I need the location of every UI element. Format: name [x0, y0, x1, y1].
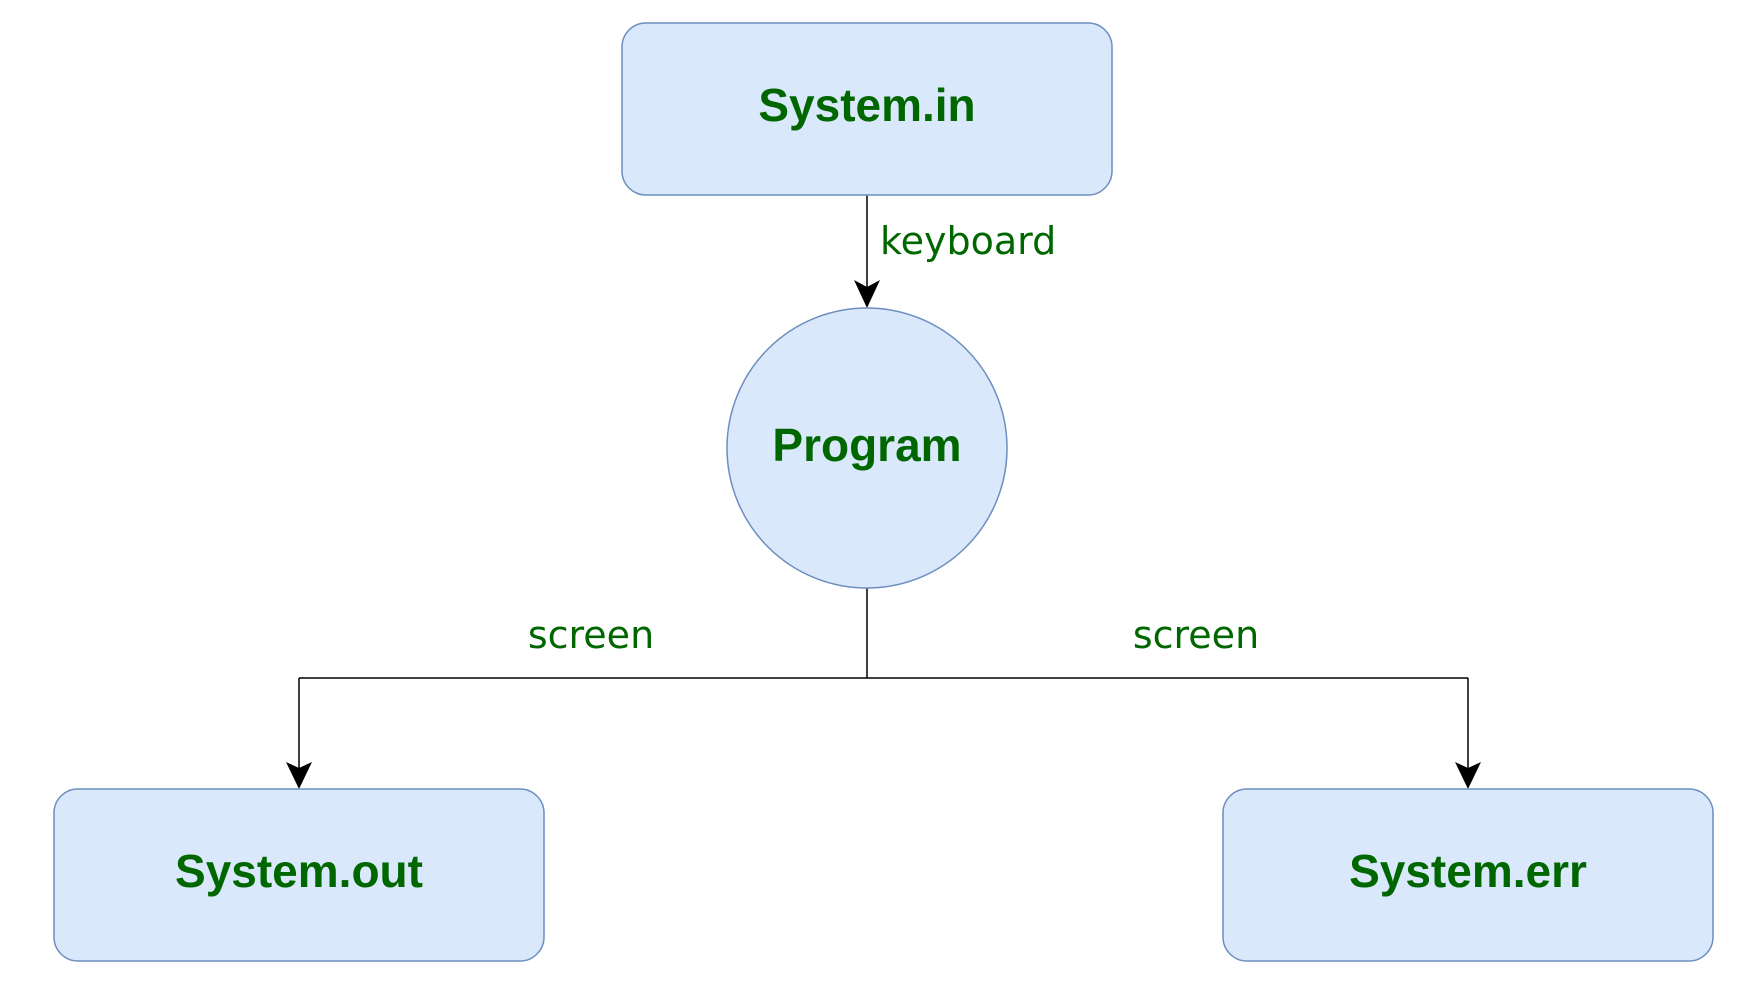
edge-program-branch	[299, 588, 1468, 679]
node-system-in: System.in	[621, 22, 1113, 196]
edge-program-to-out	[286, 678, 312, 789]
edge-label-screen-out: screen	[528, 613, 654, 657]
node-system-err: System.err	[1222, 788, 1714, 962]
arrowhead-system-out	[286, 762, 312, 789]
node-system-err-label: System.err	[1349, 845, 1587, 897]
edge-label-screen-err: screen	[1133, 613, 1259, 657]
node-program: Program	[726, 307, 1008, 589]
edge-label-keyboard: keyboard	[880, 219, 1056, 263]
edge-in-to-program	[854, 195, 880, 308]
edge-program-to-err	[1455, 678, 1481, 789]
node-system-out-label: System.out	[175, 845, 423, 897]
node-system-out: System.out	[53, 788, 545, 962]
node-program-label: Program	[772, 419, 961, 471]
arrowhead-system-err	[1455, 762, 1481, 789]
arrowhead-program	[854, 280, 880, 308]
node-system-in-label: System.in	[758, 79, 975, 131]
